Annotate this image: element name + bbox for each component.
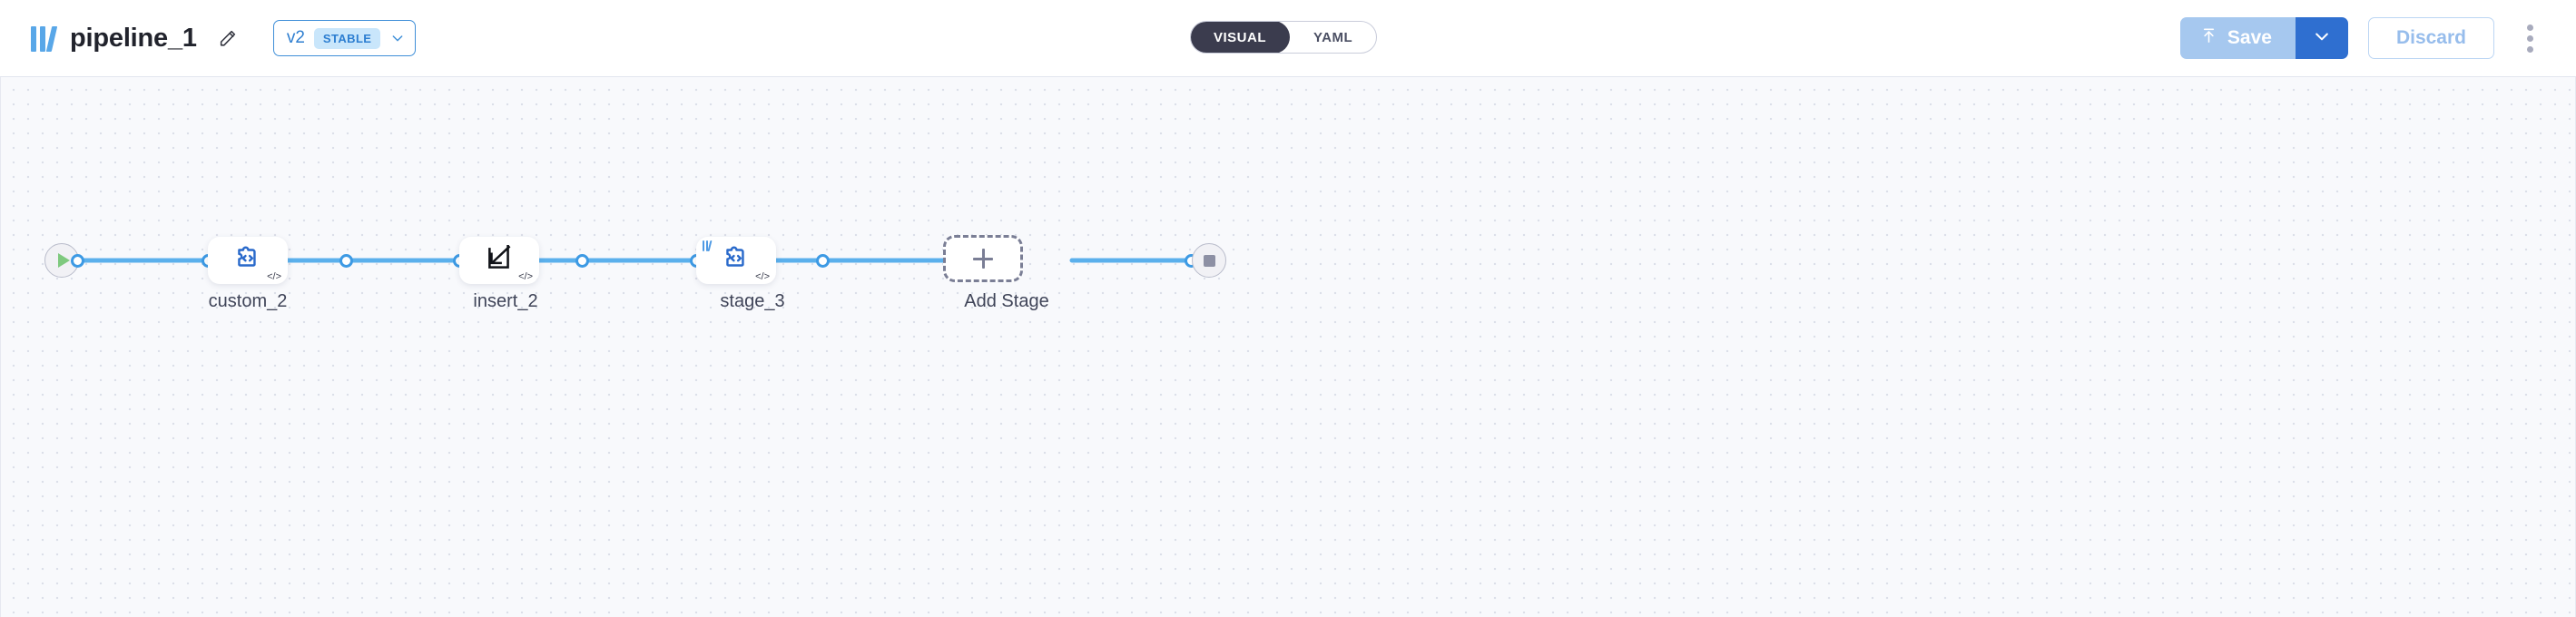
code-badge: </> (755, 271, 770, 282)
save-button[interactable]: Save (2179, 17, 2296, 59)
code-badge: </> (267, 271, 281, 282)
chevron-down-icon (2313, 27, 2331, 50)
stage-node-insert_2[interactable]: </> (459, 237, 539, 284)
add-stage-button[interactable] (943, 235, 1023, 282)
code-badge: </> (518, 271, 533, 282)
edge-layer (74, 258, 1211, 263)
discard-button[interactable]: Discard (2367, 17, 2494, 59)
page-title: pipeline_1 (70, 23, 197, 53)
stage-label-stage_3: stage_3 (720, 291, 785, 311)
pencil-icon[interactable] (208, 18, 248, 58)
puzzle-code-icon (721, 241, 752, 277)
port-stage3-out[interactable] (816, 254, 830, 268)
kebab-menu-icon[interactable] (2514, 17, 2545, 59)
version-label: v2 (286, 28, 305, 47)
add-stage-label: Add Stage (964, 291, 1049, 311)
port-insert2-out[interactable] (575, 254, 589, 268)
version-selector[interactable]: v2 STABLE (272, 20, 417, 56)
version-status-badge: STABLE (313, 27, 381, 49)
pipeline-canvas[interactable]: </> custom_2 </> insert_2 </> (0, 77, 2576, 617)
port-custom2-out[interactable] (339, 254, 353, 268)
app-header: pipeline_1 v2 STABLE VISUAL YAML (0, 0, 2576, 77)
insert-arrow-icon (484, 241, 515, 277)
plus-icon-vertical (981, 249, 985, 269)
view-mode-toggle[interactable]: VISUAL YAML (1190, 21, 1378, 54)
save-button-group: Save (2179, 17, 2348, 59)
port-start-out[interactable] (71, 254, 84, 268)
pipeline-logo-icon (703, 240, 713, 251)
end-node[interactable] (1192, 243, 1226, 278)
puzzle-code-icon (232, 241, 263, 277)
header-actions: Save Discard (2179, 17, 2545, 59)
pipeline-logo-icon (31, 24, 58, 52)
stage-node-stage_3[interactable]: </> (696, 237, 776, 284)
stage-label-insert_2: insert_2 (473, 291, 538, 311)
save-dropdown-button[interactable] (2295, 17, 2348, 59)
tab-yaml[interactable]: YAML (1313, 29, 1353, 45)
header-left-group: pipeline_1 v2 STABLE (31, 18, 417, 58)
stop-icon (1203, 254, 1215, 267)
tab-visual[interactable]: VISUAL (1191, 22, 1291, 53)
stage-label-custom_2: custom_2 (208, 291, 288, 311)
upload-arrow-icon (2200, 26, 2217, 50)
chevron-down-icon (389, 30, 406, 46)
save-button-label: Save (2227, 27, 2272, 48)
stage-node-custom_2[interactable]: </> (208, 237, 288, 284)
play-icon (57, 253, 70, 268)
